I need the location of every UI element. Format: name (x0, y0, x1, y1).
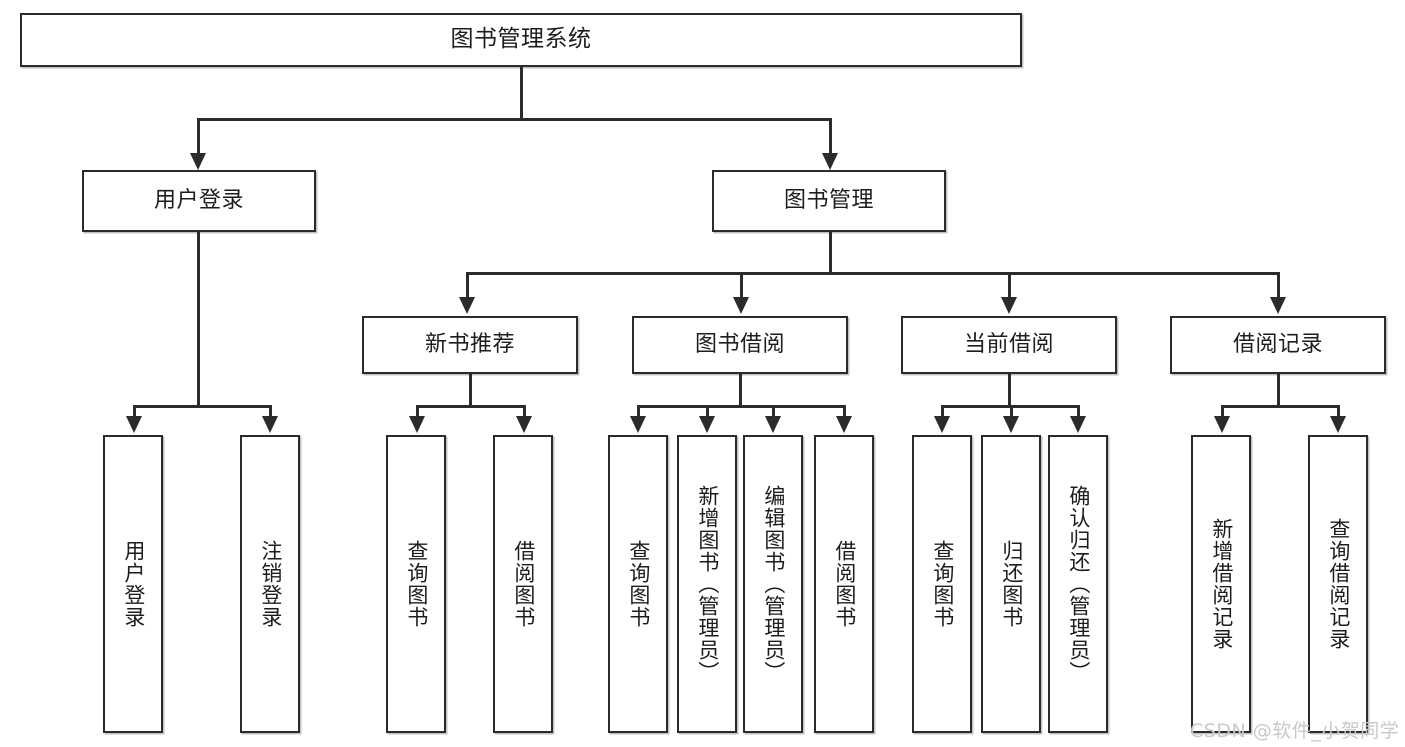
connector-user-login-leaf-bus (133, 405, 272, 408)
arrowhead-leaf-query-book-1 (409, 416, 425, 433)
connector-root-stem (520, 67, 523, 118)
connector-user-login-stem (197, 232, 200, 405)
connector-level3-leg-borrow-record (1277, 272, 1280, 299)
node-leaf-borrow-book-1[interactable]: 借阅图书 (493, 435, 553, 733)
node-leaf-query-record[interactable]: 查询借阅记录 (1308, 435, 1368, 733)
arrowhead-current-borrow (1001, 297, 1017, 314)
connector-level2-leg-user-login (197, 118, 200, 156)
node-new-book-recommend[interactable]: 新书推荐 (362, 316, 578, 374)
connector-leg-leaf-user-login (133, 405, 136, 419)
connector-borrow-record-leaf-bus (1221, 405, 1340, 408)
node-leaf-query-book-3[interactable]: 查询图书 (912, 435, 972, 733)
node-book-management[interactable]: 图书管理 (712, 170, 946, 232)
node-book-borrow[interactable]: 图书借阅 (632, 316, 848, 374)
node-label: 新书推荐 (424, 332, 515, 358)
connector-level2-bus (197, 118, 831, 121)
node-label: 确认归还（管理员） (1066, 485, 1091, 683)
node-label: 新增借阅记录 (1209, 518, 1234, 650)
connector-borrow-record-stem (1277, 374, 1280, 405)
node-label: 用户登录 (153, 188, 244, 214)
connector-leg-leaf-logout-login (269, 405, 272, 419)
node-label: 查询图书 (626, 540, 651, 628)
connector-level2-leg-book-management (829, 118, 832, 156)
node-label: 用户登录 (121, 540, 146, 628)
arrowhead-leaf-borrow-book-2 (836, 416, 852, 433)
node-leaf-add-record[interactable]: 新增借阅记录 (1191, 435, 1251, 733)
connector-level3-leg-current-borrow (1008, 272, 1011, 299)
arrowhead-book-borrow (733, 297, 749, 314)
node-leaf-return-book[interactable]: 归还图书 (981, 435, 1041, 733)
connector-book-borrow-stem (739, 374, 742, 405)
node-leaf-logout-login[interactable]: 注销登录 (240, 435, 300, 733)
node-label: 图书借阅 (694, 332, 785, 358)
node-leaf-confirm-return[interactable]: 确认归还（管理员） (1048, 435, 1108, 733)
connector-leg-leaf-edit-book (772, 405, 775, 419)
node-current-borrow[interactable]: 当前借阅 (901, 316, 1117, 374)
arrowhead-leaf-query-book-3 (934, 416, 950, 433)
node-user-login[interactable]: 用户登录 (82, 170, 316, 232)
arrowhead-leaf-query-record (1330, 416, 1346, 433)
arrowhead-user-login (190, 153, 206, 170)
connector-new-book-leaf-bus (416, 405, 526, 408)
node-label: 查询图书 (930, 540, 955, 628)
connector-leg-leaf-query-book-1 (416, 405, 419, 419)
arrowhead-borrow-record (1270, 297, 1286, 314)
connector-book-management-stem (829, 232, 832, 272)
arrowhead-leaf-add-record (1214, 416, 1230, 433)
node-label: 归还图书 (999, 540, 1024, 628)
node-leaf-add-book[interactable]: 新增图书（管理员） (677, 435, 737, 733)
node-label: 新增图书（管理员） (695, 485, 720, 683)
node-label: 图书管理系统 (450, 26, 592, 53)
connector-level3-bus (466, 272, 1280, 275)
connector-leg-leaf-query-book-3 (941, 405, 944, 419)
arrowhead-leaf-confirm-return (1070, 416, 1086, 433)
watermark-text: CSDN @软件_小贺同学 (1190, 720, 1400, 742)
node-label: 当前借阅 (963, 332, 1054, 358)
connector-leg-leaf-query-record (1337, 405, 1340, 419)
connector-new-book-stem (469, 374, 472, 405)
node-label: 编辑图书（管理员） (761, 485, 786, 683)
connector-current-borrow-stem (1008, 374, 1011, 405)
arrowhead-book-management (822, 153, 838, 170)
node-leaf-user-login[interactable]: 用户登录 (103, 435, 163, 733)
connector-leg-leaf-return-book (1010, 405, 1013, 419)
arrowhead-leaf-query-book-2 (630, 416, 646, 433)
node-label: 查询借阅记录 (1326, 518, 1351, 650)
connector-leg-leaf-borrow-book-2 (843, 405, 846, 419)
node-label: 借阅图书 (832, 540, 857, 628)
node-label: 借阅记录 (1232, 332, 1323, 358)
node-leaf-query-book-1[interactable]: 查询图书 (386, 435, 446, 733)
node-leaf-edit-book[interactable]: 编辑图书（管理员） (743, 435, 803, 733)
arrowhead-leaf-edit-book (765, 416, 781, 433)
arrowhead-leaf-add-book (699, 416, 715, 433)
connector-level3-leg-new-book (466, 272, 469, 299)
connector-leg-leaf-add-record (1221, 405, 1224, 419)
node-root-system[interactable]: 图书管理系统 (20, 13, 1022, 67)
connector-level3-leg-book-borrow (740, 272, 743, 299)
connector-leg-leaf-confirm-return (1077, 405, 1080, 419)
arrowhead-leaf-return-book (1003, 416, 1019, 433)
connector-leg-leaf-query-book-2 (637, 405, 640, 419)
node-label: 注销登录 (258, 540, 283, 628)
connector-book-borrow-leaf-bus (637, 405, 845, 408)
node-label: 图书管理 (783, 188, 874, 214)
arrowhead-leaf-user-login (126, 416, 142, 433)
node-leaf-borrow-book-2[interactable]: 借阅图书 (814, 435, 874, 733)
node-label: 借阅图书 (511, 540, 536, 628)
arrowhead-leaf-logout-login (262, 416, 278, 433)
arrowhead-new-book-recommend (459, 297, 475, 314)
connector-leg-leaf-borrow-book-1 (523, 405, 526, 419)
arrowhead-leaf-borrow-book-1 (516, 416, 532, 433)
node-borrow-record[interactable]: 借阅记录 (1170, 316, 1386, 374)
node-leaf-query-book-2[interactable]: 查询图书 (608, 435, 668, 733)
node-label: 查询图书 (404, 540, 429, 628)
connector-leg-leaf-add-book (706, 405, 709, 419)
